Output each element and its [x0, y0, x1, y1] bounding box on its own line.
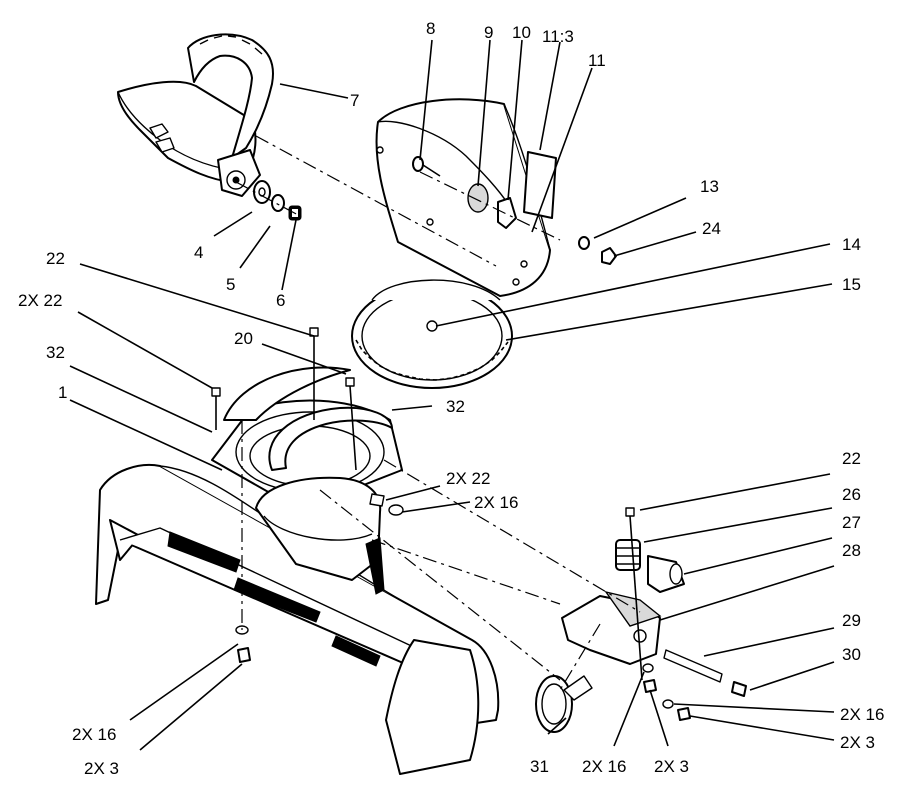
worm-gear-part-31 [535, 675, 593, 733]
pinion-part-27 [647, 555, 685, 593]
callout-8: 8 [426, 19, 435, 38]
callout-4: 4 [194, 243, 203, 262]
callout-2x22-left: 2X 22 [18, 291, 62, 310]
callout-22-top: 22 [46, 249, 65, 268]
callout-5: 5 [226, 275, 235, 294]
callout-22-right: 22 [842, 449, 861, 468]
callout-28: 28 [842, 541, 861, 560]
washer-part-16-bottom [642, 663, 654, 673]
alignment-lines [235, 135, 641, 691]
bolt-part-22-right [625, 507, 643, 681]
callout-11: 11 [588, 51, 606, 70]
callout-9: 9 [484, 23, 493, 42]
washer-part-16-mid [388, 504, 404, 516]
washer-part-4 [253, 180, 271, 204]
chute-ring-part-15 [351, 279, 513, 389]
gearbox-bracket-part-28 [561, 590, 662, 665]
callout-2x3-left: 2X 3 [84, 759, 119, 778]
bolt-part-30 [731, 681, 747, 697]
callout-30: 30 [842, 645, 861, 664]
nut-part-3-bottom [643, 679, 657, 693]
callout-26: 26 [842, 485, 861, 504]
nut-part-3-left [237, 647, 251, 663]
washer-part-9-flat [467, 183, 489, 213]
retainer-part-32 [268, 406, 393, 471]
callout-31: 31 [530, 757, 549, 776]
callout-6: 6 [276, 291, 285, 310]
callout-11-3: 11:3 [542, 27, 574, 46]
washer-part-16-right [662, 699, 674, 709]
callout-labels: 7 4 5 6 8 9 10 11:3 11 13 24 14 15 22 2X… [18, 19, 884, 778]
decal-part-11-3 [523, 151, 557, 219]
ring-part-20 [223, 366, 351, 421]
callout-15: 15 [842, 275, 861, 294]
bolt-part-22-mid-side [369, 493, 385, 507]
callout-24: 24 [702, 219, 721, 238]
callout-10: 10 [512, 23, 531, 42]
callout-29: 29 [842, 611, 861, 630]
bolt-part-22-mid [345, 377, 357, 471]
callout-13: 13 [700, 177, 719, 196]
leader-lines [69, 39, 835, 751]
callout-2x16-left: 2X 16 [72, 725, 116, 744]
bolt-part-8 [412, 156, 441, 177]
callout-2x16-bottom: 2X 16 [582, 757, 626, 776]
chute-deflector-part-7 [117, 33, 274, 197]
callout-7: 7 [350, 91, 359, 110]
nut-part-24 [601, 247, 617, 265]
washer-part-5 [271, 194, 285, 212]
callout-2x3-bottom: 2X 3 [654, 757, 689, 776]
washer-part-13 [578, 236, 590, 250]
bolt-part-22-left [211, 387, 221, 430]
callout-2x3-right: 2X 3 [840, 733, 875, 752]
gear-part-26 [615, 539, 641, 571]
callout-2x16-mid: 2X 16 [474, 493, 518, 512]
callout-2x22-mid: 2X 22 [446, 469, 490, 488]
callout-32-right: 32 [446, 397, 465, 416]
callout-1: 1 [58, 383, 67, 402]
callout-27: 27 [842, 513, 861, 532]
callout-32-left: 32 [46, 343, 65, 362]
callout-20: 20 [234, 329, 253, 348]
shaft-part-29 [663, 649, 723, 683]
callout-14: 14 [842, 235, 861, 254]
nut-part-3-right [677, 707, 691, 721]
auger-housing-part-1 [95, 464, 500, 775]
callout-2x16-right: 2X 16 [840, 705, 884, 724]
